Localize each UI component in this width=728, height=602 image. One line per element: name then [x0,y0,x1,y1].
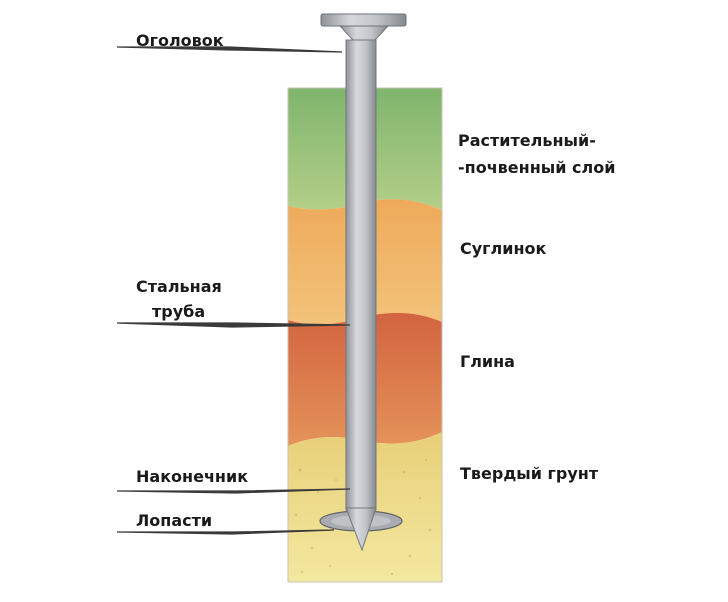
hard-ground-texture [294,458,432,576]
pile-tip [345,507,377,552]
pointer-tip [116,488,351,494]
screw-pile [319,13,407,552]
label-clay: Глина [460,352,515,371]
pile-head-neck [338,25,390,41]
pile-head-cap [320,13,407,27]
label-hard-ground: Твердый грунт [460,464,599,483]
pointer-head [116,46,343,53]
pile-pipe [345,39,377,511]
pointer-blades [116,529,335,535]
pointer-pipe [116,322,351,328]
pointer-lines [116,46,351,535]
label-blades: Лопасти [136,511,213,530]
label-pipe-line1: Стальная [136,277,222,296]
label-tip: Наконечник [136,467,249,486]
label-head: Оголовок [136,31,224,50]
label-topsoil-line1: Растительный- [458,131,596,150]
label-pipe-line2: труба [152,302,206,321]
label-topsoil-line2: -почвенный слой [458,158,616,177]
label-loam: Суглинок [460,239,547,258]
